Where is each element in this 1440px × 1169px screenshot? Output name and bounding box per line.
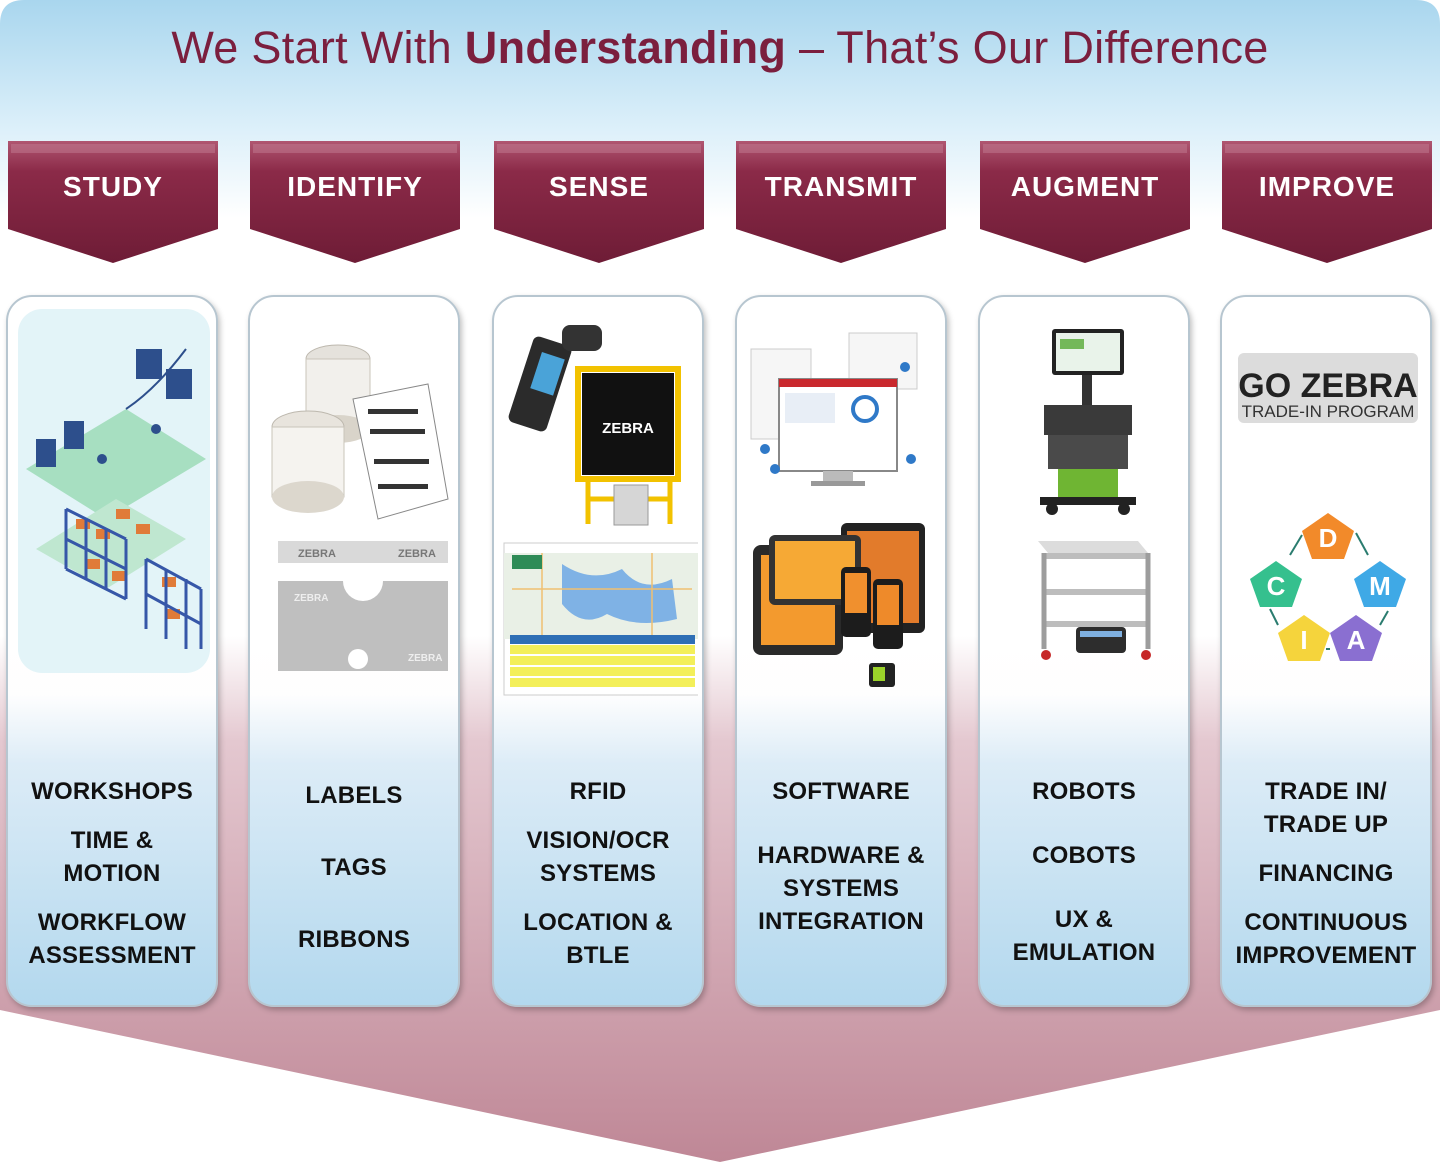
stage-panel-transmit: SOFTWARE HARDWARE & SYSTEMS INTEGRATION: [735, 295, 947, 1007]
stage-item: TAGS: [321, 854, 387, 881]
title-suffix: – That’s Our Difference: [786, 22, 1269, 73]
stage-panel-augment: ROBOTS COBOTS UX & EMULATION: [978, 295, 1190, 1007]
stage-label-improve: IMPROVE: [1258, 171, 1396, 202]
stage-item: LOCATION & BTLE: [523, 909, 673, 969]
stage-item: HARDWARE & SYSTEMS INTEGRATION: [757, 842, 925, 935]
stage-item: CONTINUOUS IMPROVEMENT: [1235, 909, 1417, 969]
stage-item: LABELS: [305, 782, 403, 809]
stage-panel-sense: ZEBRA RFID VISION/OCR SYSTEMS LOCATION &…: [492, 295, 704, 1007]
stage-item: WORKFLOW ASSESSMENT: [28, 909, 196, 969]
stage-item: FINANCING: [1258, 860, 1394, 887]
stage-label-study: STUDY: [63, 171, 163, 202]
stage-panel-study: WORKSHOPS TIME & MOTION WORKFLOW ASSESSM…: [6, 295, 218, 1007]
badge-brand: GO ZEBRA: [1238, 367, 1417, 405]
stage-item: WORKSHOPS: [31, 778, 193, 805]
stage-item: RFID: [569, 778, 627, 805]
rfid-scanner-icon: ZEBRA: [503, 325, 698, 696]
stage-item: VISION/OCR SYSTEMS: [526, 827, 670, 887]
stage-item: COBOTS: [1032, 842, 1136, 869]
cycle-letter: M: [1369, 571, 1391, 601]
stage-item: ROBOTS: [1032, 778, 1136, 805]
cycle-letter: A: [1347, 625, 1366, 655]
badge-subtitle: TRADE-IN PROGRAM: [1242, 402, 1415, 421]
title-prefix: We Start With: [171, 22, 465, 73]
logo-zebra-text: ZEBRA: [298, 548, 336, 560]
logo-zebra-text: ZEBRA: [408, 653, 442, 664]
stage-chevron-identify: IDENTIFY: [250, 141, 460, 263]
stage-label-identify: IDENTIFY: [287, 171, 423, 202]
page-title: We Start With Understanding – That’s Our…: [0, 22, 1440, 74]
logo-zebra-text: ZEBRA: [602, 420, 654, 437]
stage-panel-identify: ZEBRA ZEBRA ZEBRA ZEBRA LABELS TAGS RIBB…: [248, 295, 460, 1007]
stage-item: RIBBONS: [297, 926, 411, 953]
dmaic-cycle-icon: GO ZEBRA TRADE-IN PROGRAM D M A I C: [1238, 353, 1418, 661]
stage-chevron-improve: IMPROVE: [1222, 141, 1432, 263]
stage-chevron-transmit: TRANSMIT: [736, 141, 946, 263]
stage-label-sense: SENSE: [549, 171, 649, 202]
stage-panel-improve: GO ZEBRA TRADE-IN PROGRAM D M A I C TRAD…: [1220, 295, 1432, 1007]
stage-item: SOFTWARE: [772, 778, 910, 805]
robot-cart-icon: [1038, 329, 1151, 660]
title-emphasis: Understanding: [464, 22, 787, 73]
logo-zebra-text: ZEBRA: [294, 593, 328, 604]
stage-item: UX & EMULATION: [1012, 906, 1156, 966]
stage-item: TRADE IN/ TRADE UP: [1263, 778, 1389, 838]
stage-label-transmit: TRANSMIT: [764, 171, 918, 202]
cycle-letter: I: [1300, 625, 1307, 655]
stage-chevron-augment: AUGMENT: [980, 141, 1190, 263]
cycle-letter: D: [1319, 523, 1338, 553]
logo-zebra-text: ZEBRA: [398, 548, 436, 560]
label-rolls-icon: ZEBRA ZEBRA ZEBRA ZEBRA: [271, 344, 449, 671]
dashboard-devices-icon: [750, 332, 925, 687]
stage-chevron-sense: SENSE: [494, 141, 704, 263]
warehouse-isometric-icon: [18, 309, 210, 673]
stage-chevron-study: STUDY: [8, 141, 218, 263]
stage-item: TIME & MOTION: [63, 827, 161, 887]
cycle-letter: C: [1267, 571, 1286, 601]
stage-label-augment: AUGMENT: [1010, 171, 1160, 202]
